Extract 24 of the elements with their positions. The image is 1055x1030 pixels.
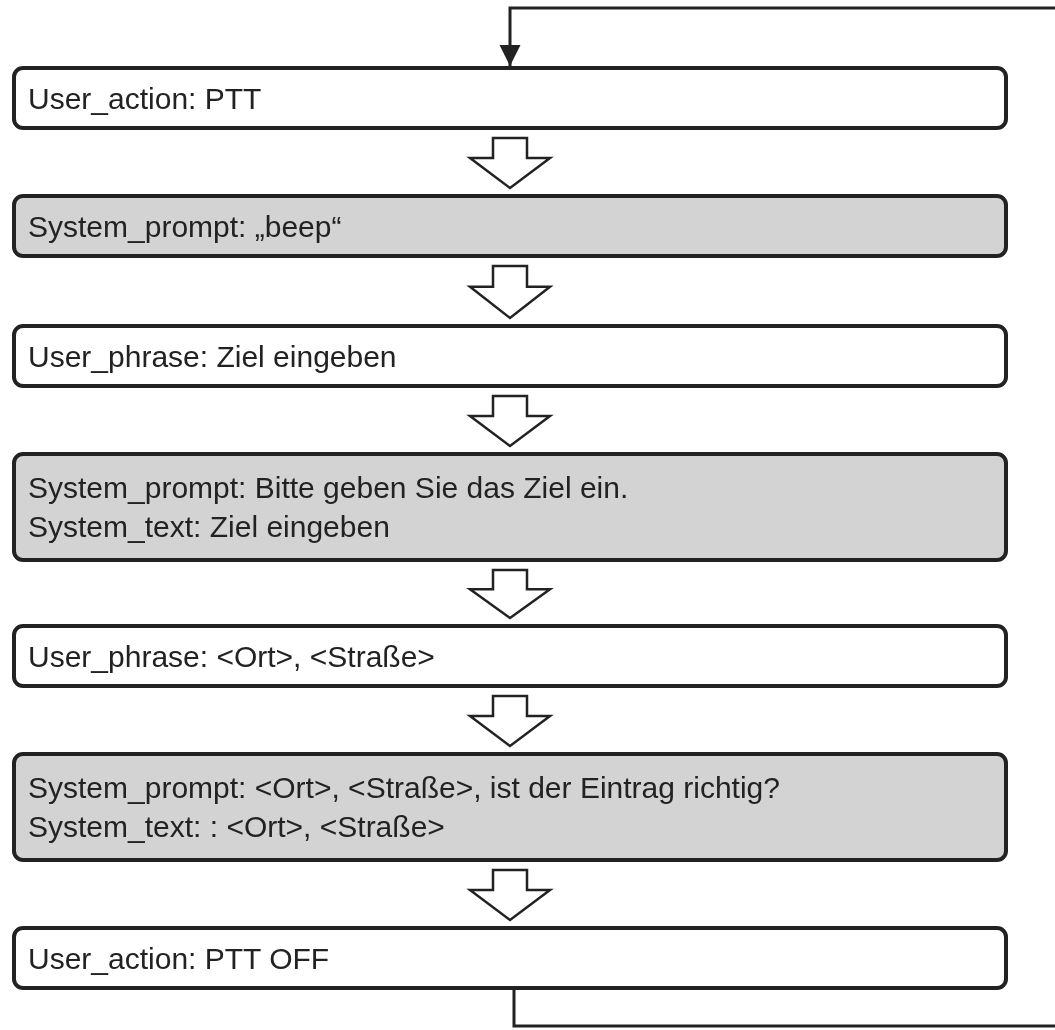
step-text: User_action: PTT OFF bbox=[28, 940, 331, 977]
system-box bbox=[12, 194, 1008, 258]
connector-line bbox=[499, 6, 1055, 66]
hollow-arrow bbox=[466, 868, 554, 922]
step-text: System_prompt: „beep“ bbox=[28, 208, 343, 245]
user-box bbox=[12, 66, 1008, 130]
hollow-arrow bbox=[466, 136, 554, 190]
connector-line bbox=[512, 990, 1055, 1028]
step-text: System_text: : <Ort>, <Straße> bbox=[28, 809, 446, 845]
user-box bbox=[12, 324, 1008, 388]
hollow-arrow bbox=[466, 264, 554, 320]
step-text: User_phrase: <Ort>, <Straße> bbox=[28, 638, 436, 675]
hollow-arrow bbox=[466, 694, 554, 748]
hollow-arrow bbox=[466, 568, 554, 620]
step-text: User_phrase: Ziel eingeben bbox=[28, 338, 398, 375]
step-text: System_text: Ziel eingeben bbox=[28, 509, 391, 545]
user-box bbox=[12, 926, 1008, 990]
step-text: User_action: PTT bbox=[28, 80, 263, 117]
step-text: System_prompt: <Ort>, <Straße>, ist der Eintrag richtig? bbox=[28, 770, 781, 806]
system-box bbox=[12, 452, 1008, 562]
system-box bbox=[12, 752, 1008, 862]
user-box bbox=[12, 624, 1008, 688]
hollow-arrow bbox=[466, 394, 554, 448]
step-text: System_prompt: Bitte geben Sie das Ziel ein. bbox=[28, 470, 630, 506]
